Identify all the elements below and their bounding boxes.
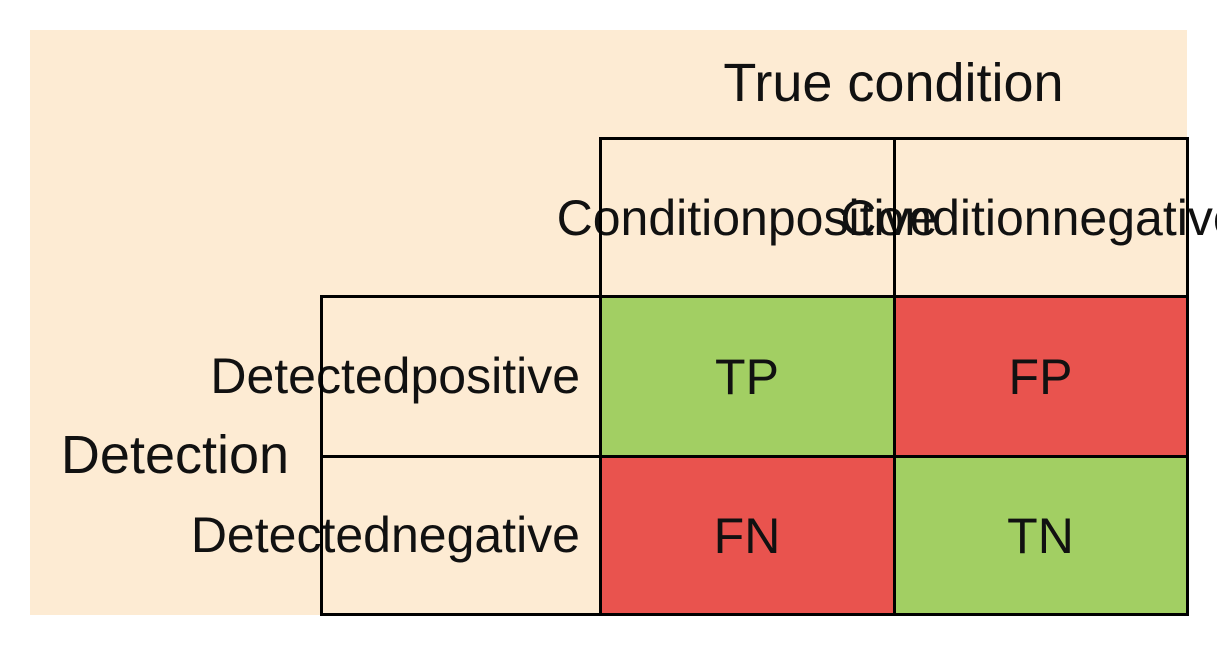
true-condition-header: True condition xyxy=(723,53,1064,114)
tp-label: TP xyxy=(715,348,779,405)
grid-line-col2 xyxy=(893,137,896,616)
grid-line-middle xyxy=(320,455,1189,458)
fp-label: FP xyxy=(1008,348,1073,405)
true-negative-cell: TN xyxy=(894,456,1187,615)
condition-negative-line1: Condition xyxy=(840,190,1052,246)
detected-negative-line1: Detected xyxy=(190,507,391,563)
grid-line-bottom xyxy=(320,613,1189,616)
condition-positive-line2: positive xyxy=(767,190,938,246)
grid-line-col1 xyxy=(599,137,602,616)
condition-positive-line1: Condition xyxy=(556,190,768,246)
detected-positive-line2: positive xyxy=(410,348,580,404)
grid-line-right xyxy=(1186,137,1189,616)
false-negative-cell: FN xyxy=(600,456,894,615)
grid-line-left xyxy=(320,295,323,616)
fn-label: FN xyxy=(713,507,781,564)
grid-line-header-bottom xyxy=(320,295,1189,298)
condition-negative-line2: negative xyxy=(1051,190,1217,246)
detected-negative-line2: negative xyxy=(390,507,580,563)
detected-negative-header: Detected negative xyxy=(191,456,580,615)
tn-label: TN xyxy=(1007,507,1074,564)
detection-header: Detection xyxy=(60,425,290,486)
false-positive-cell: FP xyxy=(894,297,1187,456)
condition-negative-header: Condition negative xyxy=(840,140,1217,297)
condition-positive-header: Condition positive xyxy=(557,140,938,297)
detected-positive-header: Detected positive xyxy=(210,297,580,456)
true-positive-cell: TP xyxy=(600,297,894,456)
detected-positive-line1: Detected xyxy=(210,348,411,404)
